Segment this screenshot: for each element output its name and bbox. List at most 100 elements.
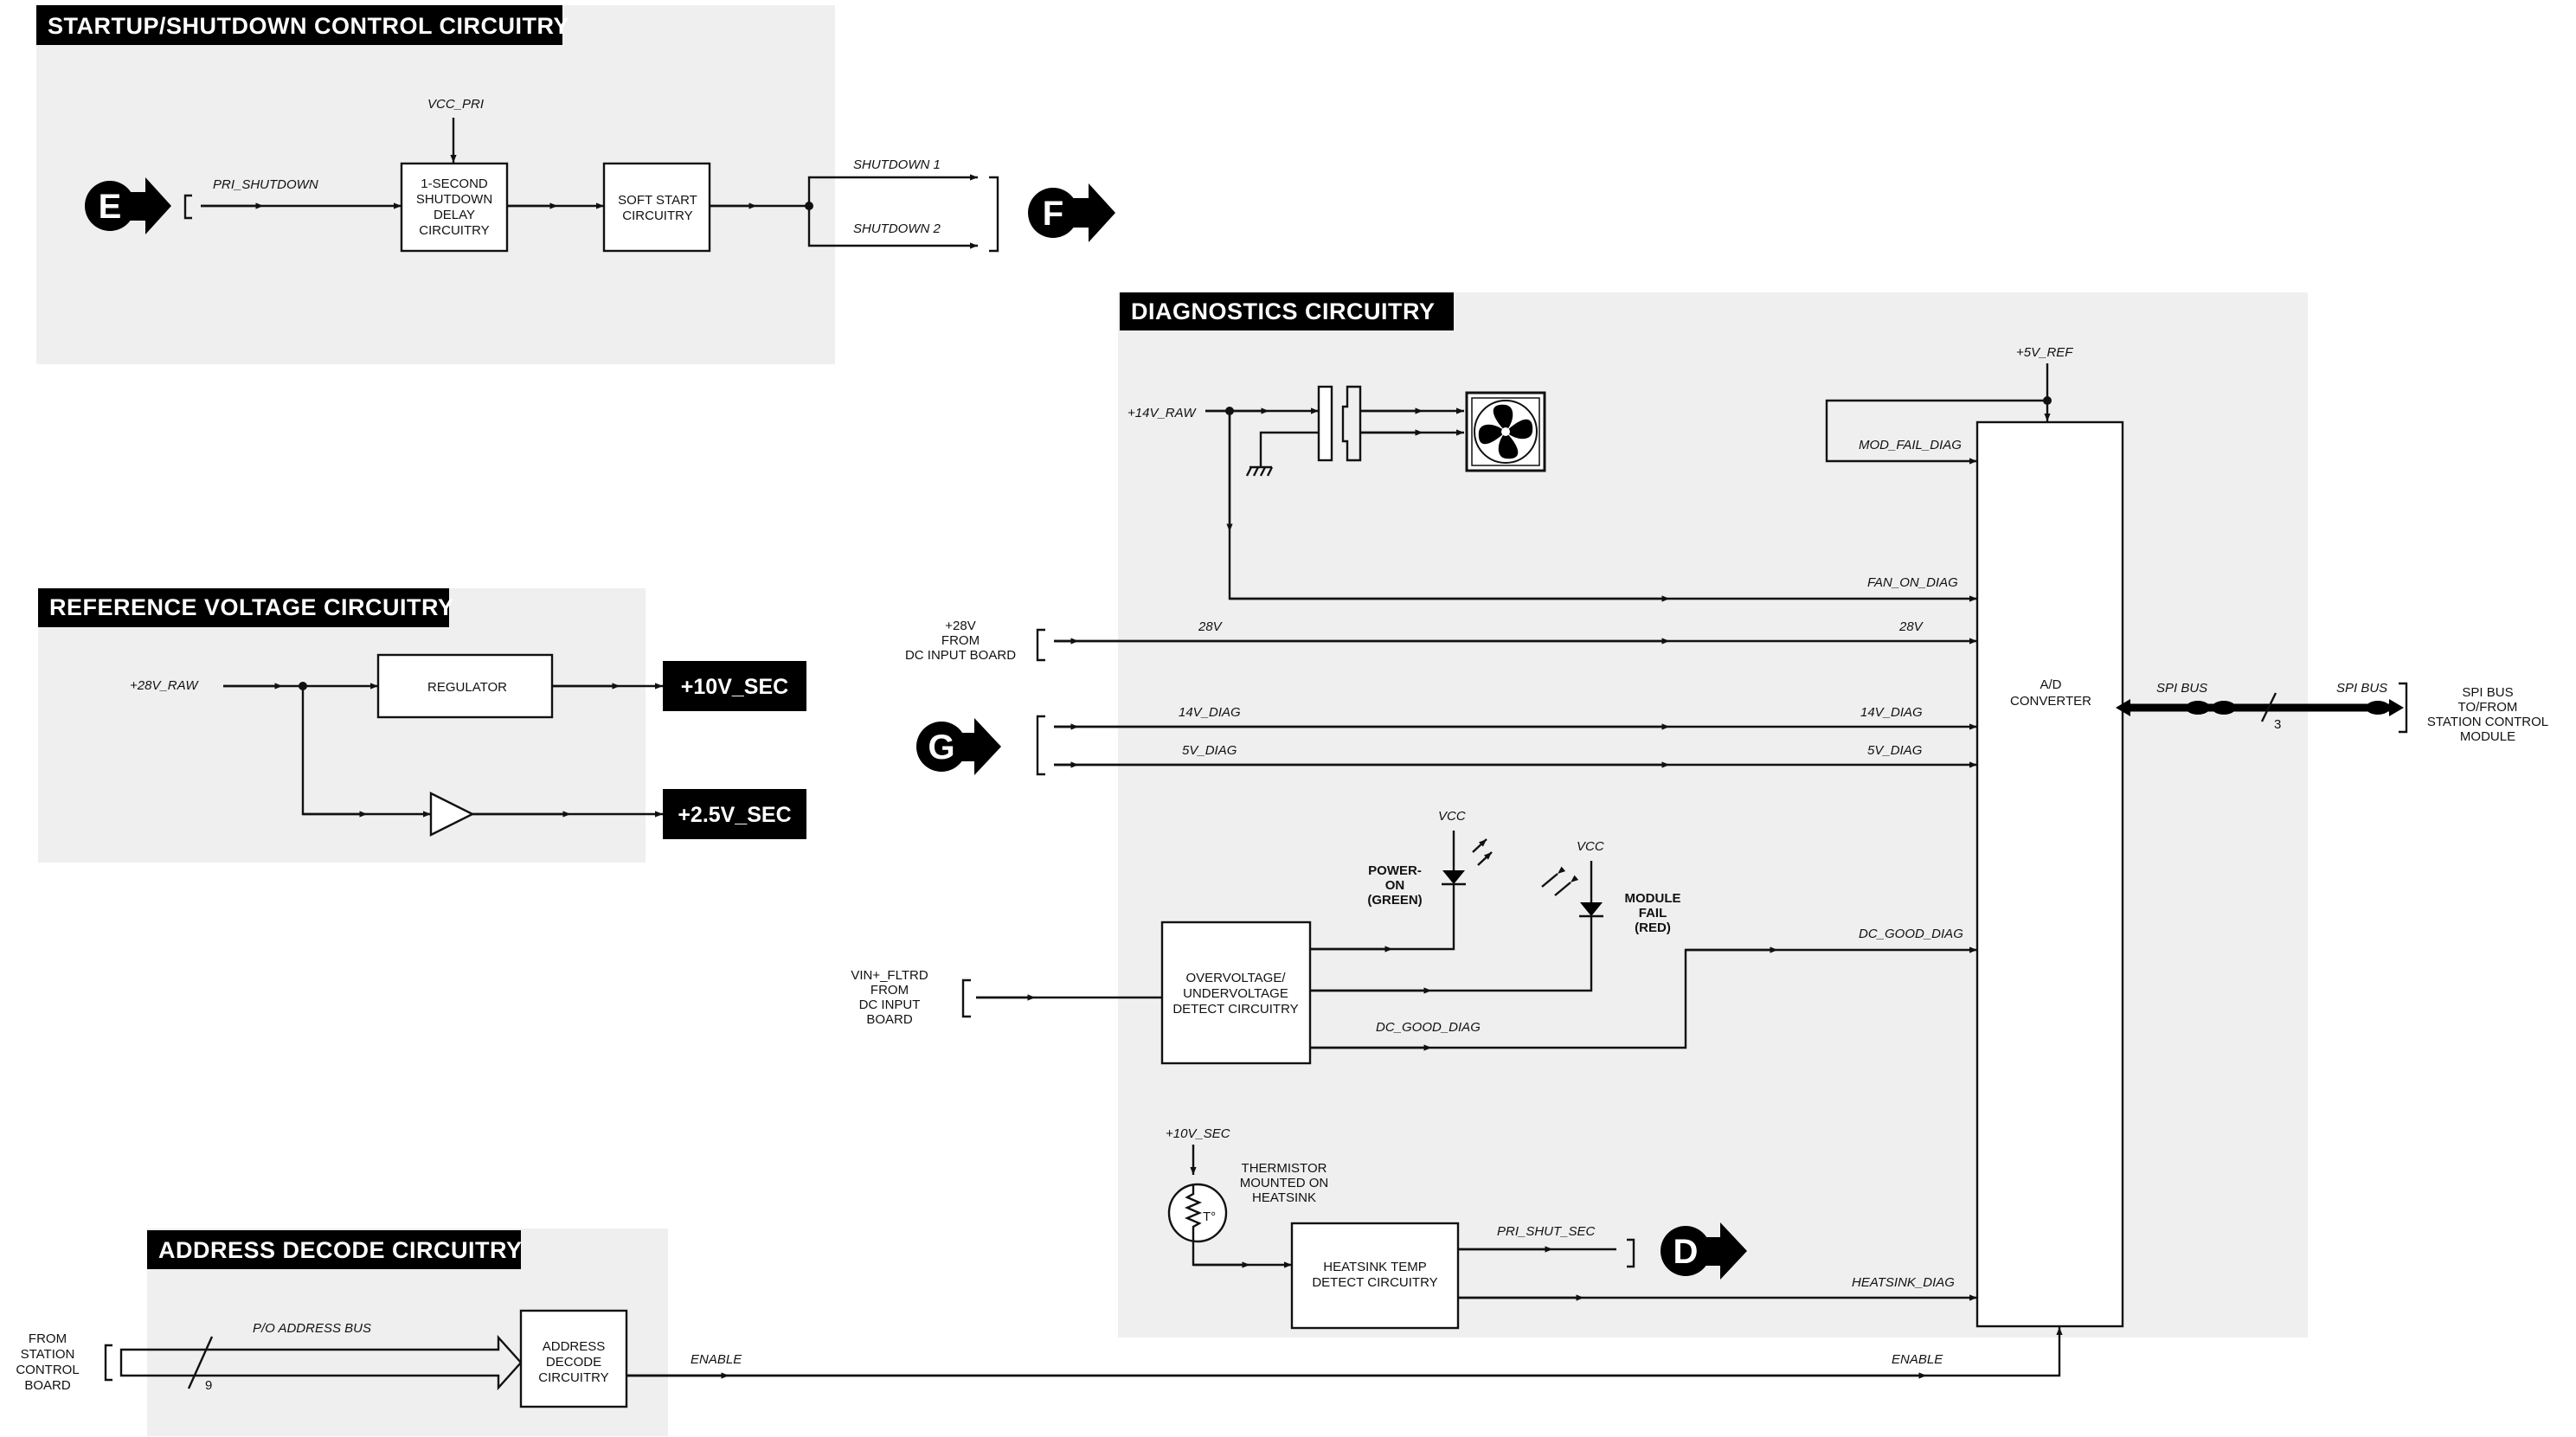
reference-title: REFERENCE VOLTAGE CIRCUITRY [49, 594, 454, 620]
v28-raw-label: +28V_RAW [130, 678, 199, 693]
address-decode-block: ADDRESS DECODE CIRCUITRY [519, 1309, 628, 1408]
spi-to-from-line4: MODULE [2460, 729, 2515, 744]
spi-bus-width: 3 [2274, 717, 2281, 732]
spi-to-from-line3: STATION CONTROL [2427, 715, 2548, 729]
svg-text:1-SECOND: 1-SECOND [421, 176, 488, 191]
module-fail-line2: FAIL [1639, 906, 1667, 921]
bracket-d [1627, 1238, 1635, 1268]
pri-shut-sec-label: PRI_SHUT_SEC [1497, 1224, 1596, 1239]
vin-fltrd-line3: DC INPUT [859, 998, 921, 1012]
vcc-pri-label: VCC_PRI [427, 97, 484, 112]
bracket-g [1036, 715, 1045, 776]
svg-text:HEATSINK TEMP: HEATSINK TEMP [1323, 1260, 1426, 1274]
dc-good-diag-label-left: DC_GOOD_DIAG [1376, 1020, 1481, 1035]
mod-fail-diag-wire [1825, 399, 2047, 465]
address-title-bg [147, 1230, 521, 1269]
pri-shutdown-label: PRI_SHUTDOWN [213, 177, 318, 192]
from-dc-28v-line1: +28V [945, 619, 975, 633]
address-bus-slash [187, 1336, 214, 1389]
v14-diag-label-right: 14V_DIAG [1860, 705, 1923, 720]
bracket-spi [2399, 682, 2408, 734]
spi-bus-label-left: SPI BUS [2156, 681, 2207, 696]
vcc-label-2: VCC [1577, 839, 1604, 854]
svg-text:E: E [99, 188, 122, 226]
svg-text:SOFT START: SOFT START [618, 193, 697, 208]
connector-g: G [916, 718, 1001, 775]
dc-good-diag-label-right: DC_GOOD_DIAG [1859, 927, 1963, 941]
v5-ref-label: +5V_REF [2016, 345, 2073, 360]
power-on-line3: (GREEN) [1367, 893, 1422, 908]
thermistor-symbol: T° [1203, 1209, 1216, 1224]
svg-text:CIRCUITRY: CIRCUITRY [538, 1370, 608, 1385]
v14-diag-label-left: 14V_DIAG [1179, 705, 1241, 720]
bracket-f [989, 176, 999, 253]
svg-text:REGULATOR: REGULATOR [427, 680, 507, 695]
ground-icon [1245, 465, 1274, 477]
ov-uv-detect-block: OVERVOLTAGE/ UNDERVOLTAGE DETECT CIRCUIT… [1160, 921, 1312, 1065]
startup-title: STARTUP/SHUTDOWN CONTROL CIRCUITRY [48, 13, 569, 39]
svg-text:ADDRESS: ADDRESS [543, 1339, 606, 1354]
bracket-28v [1036, 628, 1045, 662]
spi-bus-slash [2260, 692, 2277, 722]
svg-text:+10V_SEC: +10V_SEC [681, 675, 788, 699]
thermistor-line2: MOUNTED ON [1240, 1176, 1329, 1190]
svg-text:F: F [1043, 195, 1063, 233]
svg-text:CONVERTER: CONVERTER [2010, 694, 2091, 709]
address-bus-width: 9 [205, 1378, 212, 1393]
shutdown2-wire [807, 206, 978, 249]
svg-text:DECODE: DECODE [546, 1355, 601, 1370]
shutdown1-label: SHUTDOWN 1 [853, 157, 941, 172]
power-on-line2: ON [1385, 878, 1405, 893]
from-station-line1: FROM [29, 1331, 67, 1346]
enable-label-right: ENABLE [1892, 1352, 1943, 1367]
diagnostics-title-bg [1120, 292, 1454, 330]
heatsink-detect-block: HEATSINK TEMP DETECT CIRCUITRY [1290, 1222, 1460, 1330]
mod-fail-diag-label: MOD_FAIL_DIAG [1859, 438, 1962, 452]
shutdown1-wire [807, 174, 978, 206]
heatsink-diag-label: HEATSINK_DIAG [1852, 1275, 1955, 1290]
fan-on-diag-label: FAN_ON_DIAG [1867, 575, 1958, 590]
thermistor-line1: THERMISTOR [1242, 1161, 1327, 1176]
from-dc-28v-line2: FROM [941, 633, 980, 648]
svg-text:G: G [928, 728, 954, 767]
v14-raw-label: +14V_RAW [1127, 406, 1197, 420]
buffer-amplifier [429, 792, 475, 837]
v5-diag-label-right: 5V_DIAG [1867, 743, 1923, 758]
address-title: ADDRESS DECODE CIRCUITRY [158, 1237, 523, 1263]
output-10v-sec: +10V_SEC [663, 661, 806, 711]
svg-text:A/D: A/D [2040, 677, 2061, 692]
thermistor-icon: T° [1167, 1183, 1228, 1243]
spi-to-from-line1: SPI BUS [2462, 685, 2513, 700]
startup-title-bg [36, 5, 562, 45]
dc-good-diag-wire [1310, 946, 1977, 1049]
vin-fltrd-line2: FROM [870, 983, 909, 998]
vin-fltrd-line1: VIN+_FLTRD [851, 968, 928, 983]
connector-e: E [85, 177, 171, 234]
diagnostics-title: DIAGNOSTICS CIRCUITRY [1131, 298, 1436, 324]
svg-text:DETECT CIRCUITRY: DETECT CIRCUITRY [1312, 1275, 1437, 1290]
module-fail-line1: MODULE [1625, 891, 1681, 906]
v10-sec-label: +10V_SEC [1166, 1126, 1230, 1141]
shutdown2-label: SHUTDOWN 2 [853, 221, 941, 236]
address-bus-label: P/O ADDRESS BUS [253, 1321, 371, 1336]
shutdown-delay-block: 1-SECOND SHUTDOWN DELAY CIRCUITRY [400, 162, 509, 253]
connector-f: F [1028, 183, 1115, 242]
ad-converter-block: A/D CONVERTER [1975, 420, 2124, 1328]
from-dc-28v-line3: DC INPUT BOARD [905, 648, 1016, 663]
module-fail-line3: (RED) [1635, 921, 1671, 935]
spi-bus-label-right: SPI BUS [2336, 681, 2387, 696]
svg-text:OVERVOLTAGE/: OVERVOLTAGE/ [1185, 971, 1286, 985]
svg-text:+2.5V_SEC: +2.5V_SEC [678, 803, 791, 827]
spi-to-from-line2: TO/FROM [2458, 700, 2518, 715]
address-bus-arrow [119, 1334, 523, 1391]
svg-text:DETECT CIRCUITRY: DETECT CIRCUITRY [1172, 1002, 1298, 1017]
from-station-line2: STATION [21, 1347, 75, 1362]
power-on-line1: POWER- [1368, 863, 1422, 878]
from-station-line3: CONTROL [16, 1363, 79, 1377]
svg-text:CIRCUITRY: CIRCUITRY [419, 223, 489, 238]
from-station-line4: BOARD [24, 1378, 71, 1393]
reference-panel [38, 588, 646, 863]
fan-icon [1465, 391, 1546, 472]
vcc-label-1: VCC [1438, 809, 1466, 824]
